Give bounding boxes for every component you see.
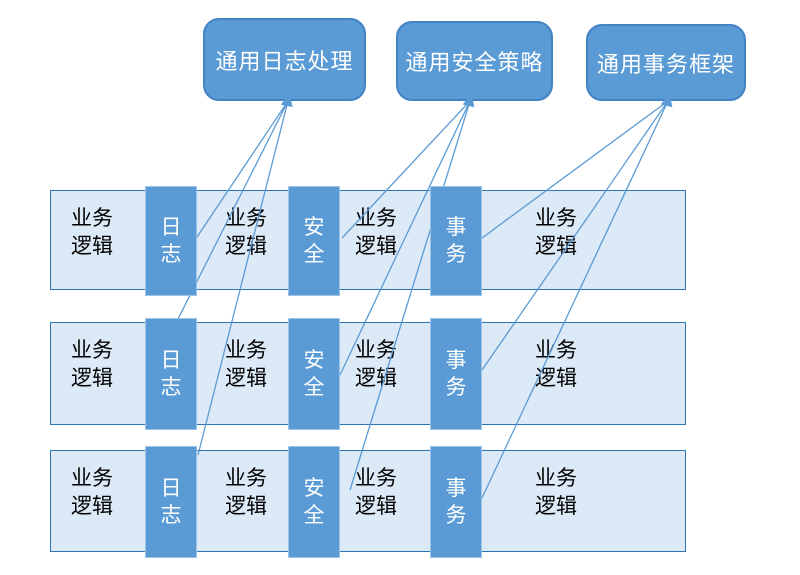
log-segment-label: 日志 (160, 348, 182, 399)
log-segment-label: 日志 (160, 215, 182, 266)
business-logic-label: 业务逻辑 (354, 339, 397, 390)
security-segment-label: 安全 (303, 215, 325, 266)
business-logic-label: 业务逻辑 (70, 207, 113, 258)
log-segment-bar3: 日志 (145, 446, 197, 558)
transaction-segment-bar1: 事务 (430, 186, 482, 296)
transaction-segment-label: 事务 (445, 476, 467, 527)
security-segment-bar1: 安全 (288, 186, 340, 296)
transaction-segment-label: 事务 (445, 348, 467, 399)
business-logic-label: 业务逻辑 (70, 339, 113, 390)
aspect-box-transaction-label: 通用事务框架 (596, 51, 735, 77)
business-logic-label: 业务逻辑 (224, 467, 267, 518)
transaction-segment-bar2: 事务 (430, 318, 482, 430)
business-logic-label: 业务逻辑 (534, 467, 577, 518)
transaction-segment-bar3: 事务 (430, 446, 482, 558)
log-segment-bar2: 日志 (145, 318, 197, 430)
aspect-box-security: 通用安全策略 (396, 21, 553, 101)
aspect-box-security-label: 通用安全策略 (405, 50, 544, 75)
connector-transaction-bar3 (481, 100, 669, 499)
business-logic-label: 业务逻辑 (224, 339, 267, 390)
business-logic-label: 业务逻辑 (534, 207, 577, 258)
business-logic-label: 业务逻辑 (354, 467, 397, 518)
aspect-box-logging-label: 通用日志处理 (215, 48, 354, 74)
security-segment-label: 安全 (303, 476, 325, 527)
transaction-segment-label: 事务 (445, 215, 467, 266)
business-logic-label: 业务逻辑 (70, 467, 113, 518)
security-segment-bar2: 安全 (288, 318, 340, 430)
security-segment-label: 安全 (303, 348, 325, 399)
security-segment-bar3: 安全 (288, 446, 340, 558)
business-logic-label: 业务逻辑 (224, 207, 267, 258)
business-logic-label: 业务逻辑 (354, 207, 397, 258)
log-segment-bar1: 日志 (145, 186, 197, 296)
aspect-box-transaction: 通用事务框架 (586, 24, 746, 101)
aspect-box-logging: 通用日志处理 (203, 18, 366, 101)
log-segment-label: 日志 (160, 476, 182, 527)
business-logic-label: 业务逻辑 (534, 339, 577, 390)
